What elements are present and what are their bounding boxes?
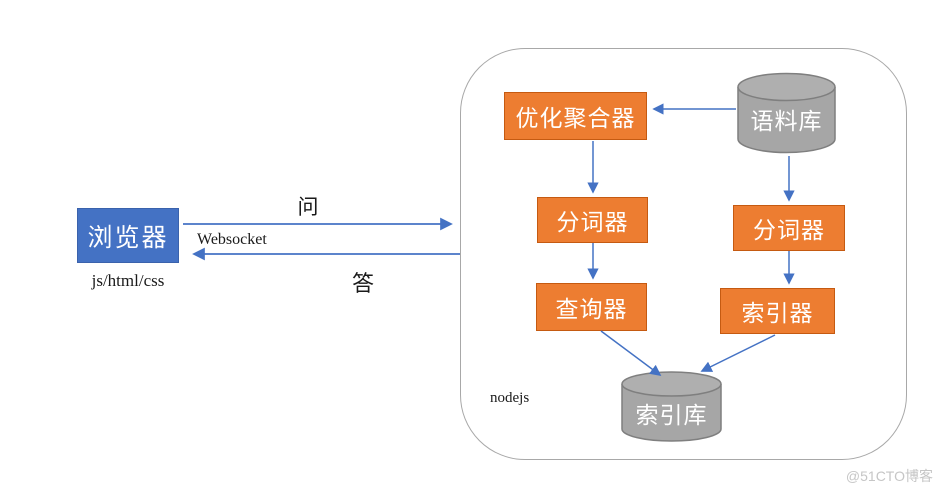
answer-label: 答	[351, 271, 374, 296]
tokenizer-query-node: 分词器	[537, 197, 648, 243]
cylinder-icon	[621, 371, 722, 442]
tokenizer-index-label: 分词器	[753, 217, 825, 243]
indexer-label: 索引器	[741, 300, 814, 326]
cylinder-icon	[737, 72, 836, 154]
index-db-node: 索引库	[621, 371, 722, 443]
corpus-node: 语料库	[737, 72, 836, 155]
watermark: @51CTO博客	[845, 468, 933, 484]
index-db-label: 索引库	[635, 402, 708, 428]
query-label: 查询器	[555, 296, 628, 322]
corpus-label: 语料库	[750, 108, 823, 134]
aggregator-label: 优化聚合器	[515, 105, 636, 131]
tokenizer-index-node: 分词器	[733, 205, 845, 251]
browser-tech-label: js/html/css	[91, 271, 165, 290]
question-label: 问	[297, 196, 319, 219]
websocket-label: Websocket	[197, 231, 267, 248]
browser-node: 浏览器	[77, 208, 179, 263]
nodejs-runtime-label: nodejs	[490, 390, 530, 406]
tokenizer-query-label: 分词器	[556, 209, 629, 235]
browser-label: 浏览器	[87, 223, 169, 252]
indexer-node: 索引器	[720, 288, 835, 334]
aggregator-node: 优化聚合器	[504, 92, 647, 140]
query-node: 查询器	[536, 283, 647, 331]
